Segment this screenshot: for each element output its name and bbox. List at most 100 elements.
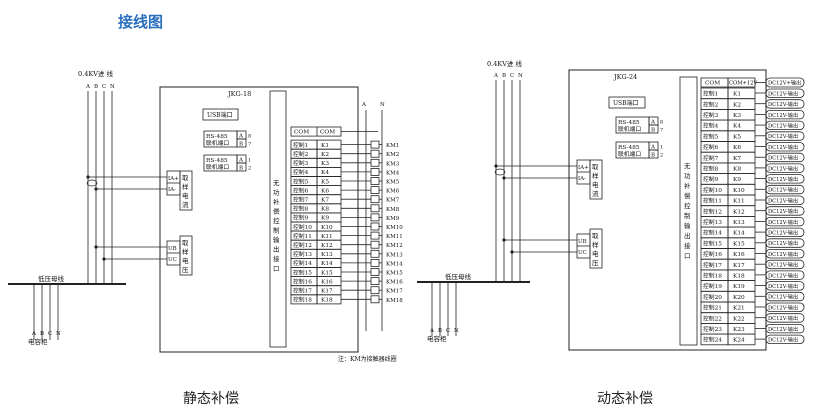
- static-channel-km: KM16: [386, 280, 403, 286]
- dynamic-channel-k: K21: [733, 306, 745, 312]
- dynamic-channel-out: DC12V-输出: [768, 218, 798, 226]
- dynamic-channel-k: K1: [733, 92, 741, 98]
- static-current-p1: IA+: [168, 176, 179, 182]
- static-channel-km: KM14: [386, 261, 403, 267]
- dynamic-voltage-label: 电: [592, 249, 599, 258]
- static-channel-name: 控制9: [293, 214, 309, 222]
- dynamic-output-tag: [765, 174, 805, 184]
- static-voltage-label: 压: [182, 266, 189, 274]
- static-interface-label: 控: [273, 216, 280, 225]
- static-cabinet-phase: C: [48, 331, 52, 337]
- static-rs485-pin-num: 1: [248, 158, 251, 164]
- static-current-label: 流: [182, 200, 189, 209]
- static-coil: [370, 277, 380, 286]
- dynamic-channel-out: DC12V-输出: [768, 100, 798, 108]
- dynamic-channel-k: K15: [733, 241, 745, 247]
- dynamic-channel-out: DC12V-输出: [768, 196, 798, 204]
- dynamic-interface-strip: [679, 76, 698, 346]
- static-channel-name: 控制12: [293, 241, 312, 249]
- static-coil: [370, 140, 380, 149]
- dynamic-interface-label: 补: [684, 181, 691, 190]
- dynamic-voltage-label: 取: [592, 232, 599, 240]
- static-channel-name: 控制15: [293, 268, 312, 276]
- static-coil: [370, 240, 380, 249]
- static-current-label: 样: [182, 182, 189, 191]
- static-channel-name: 控制13: [293, 250, 312, 258]
- dynamic-current-label: 样: [592, 171, 599, 180]
- static-current-label-box: [179, 170, 193, 211]
- dynamic-rs485-a: A: [650, 145, 656, 151]
- dynamic-current-label-box: [589, 159, 603, 200]
- static-interface-label: 补: [273, 197, 280, 206]
- dynamic-channel-name: 控制18: [703, 272, 722, 280]
- static-interface-label: 口: [273, 265, 280, 273]
- dynamic-channel-out: DC12V-输出: [768, 207, 798, 215]
- dynamic-com-output: [765, 77, 805, 88]
- dynamic-channel-out: DC12V-输出: [768, 271, 798, 279]
- static-interface-label: 输: [273, 235, 280, 244]
- dynamic-output-tag: [765, 88, 805, 98]
- dynamic-voltage-label-box: [589, 228, 603, 269]
- dynamic-channel-name: 控制13: [703, 218, 722, 226]
- dynamic-output-tag: [765, 291, 805, 302]
- static-coil: [370, 195, 380, 204]
- static-rs485-a: A: [238, 158, 244, 164]
- static-coil: [370, 204, 380, 213]
- dynamic-channel-out: DC12V-输出: [768, 164, 798, 172]
- dynamic-rs485-b: B: [651, 153, 655, 159]
- static-cabinet-phase: N: [56, 331, 61, 337]
- static-current-label: 取: [182, 174, 189, 182]
- dynamic-channel-name: 控制20: [703, 293, 722, 301]
- dynamic-channel-k: K12: [733, 209, 745, 215]
- dynamic-channel-k: K18: [733, 274, 745, 280]
- static-channel-k: K4: [321, 170, 329, 176]
- dynamic-channel-out: DC12V-输出: [768, 154, 798, 162]
- dynamic-channel-name: 控制5: [703, 132, 719, 140]
- static-channel-name: 控制10: [293, 223, 312, 231]
- dynamic-channel-k: K11: [733, 199, 745, 205]
- dynamic-channel-k: K7: [733, 156, 741, 162]
- static-channel-name: 控制4: [293, 168, 309, 176]
- dynamic-rs485-a: A: [650, 120, 656, 126]
- static-interface-strip: [269, 90, 287, 348]
- static-channel-name: 控制3: [293, 159, 309, 167]
- dynamic-interface-label: 无: [684, 162, 691, 170]
- static-com-left: COM: [294, 130, 309, 136]
- dynamic-channel-k: K14: [733, 231, 745, 237]
- dynamic-channel-name: 控制15: [703, 239, 722, 247]
- dynamic-cabinet-label: 电容柜: [427, 334, 447, 343]
- dynamic-usb-label: USB端口: [613, 99, 639, 107]
- dynamic-channel-k: K6: [733, 145, 741, 151]
- dynamic-channel-k: K23: [733, 327, 745, 333]
- dynamic-interface-label: 偿: [684, 191, 691, 200]
- static-coil: [370, 186, 380, 195]
- dynamic-interface-label: 功: [684, 172, 691, 180]
- static-voltage-label: 样: [182, 247, 189, 256]
- static-channel-km: KM8: [386, 207, 400, 213]
- dynamic-rs485-name: RS-485: [618, 120, 640, 126]
- dynamic-channel-k: K2: [733, 102, 741, 108]
- static-device-frame: [159, 86, 359, 353]
- static-current-p2: IA-: [168, 187, 176, 193]
- dynamic-output-tag: [765, 216, 805, 227]
- dynamic-voltage-p1: UB: [578, 239, 587, 245]
- static-phase-label: B: [94, 84, 98, 90]
- static-cabinet-phase: A: [31, 331, 37, 337]
- static-rs485-b: B: [239, 166, 243, 172]
- static-voltage-label: 电: [182, 256, 189, 265]
- static-rs485-pin-num: 8: [248, 134, 251, 140]
- dynamic-com-right: COM+12V: [729, 81, 757, 87]
- dynamic-channel-k: K10: [733, 188, 745, 194]
- dynamic-channel-k: K20: [733, 295, 745, 301]
- dynamic-output-tag: [765, 120, 805, 130]
- dynamic-cabinet-phase: A: [429, 328, 435, 334]
- dynamic-channel-out: DC12V-输出: [768, 111, 798, 119]
- dynamic-channel-k: K22: [733, 316, 745, 322]
- static-channel-k: K6: [321, 188, 329, 194]
- dynamic-channel-k: K16: [733, 252, 745, 258]
- dynamic-com-out: DC12V+输出: [768, 79, 801, 87]
- static-phase-label: C: [102, 84, 106, 90]
- static-incoming-label: 0.4KV进 线: [78, 69, 113, 78]
- static-channel-k: K1: [321, 143, 329, 149]
- static-channel-k: K11: [321, 234, 333, 240]
